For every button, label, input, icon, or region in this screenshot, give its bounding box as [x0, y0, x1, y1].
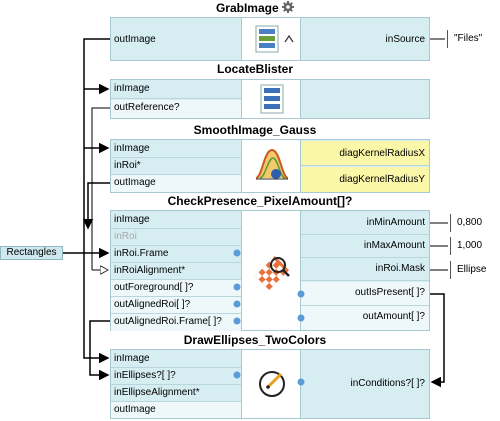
locate-blister-icon	[260, 84, 284, 114]
port-out-foreground[interactable]: outForeground[ ]?	[111, 280, 241, 297]
port-out-image[interactable]: outImage	[114, 34, 156, 45]
port-out-image[interactable]: outImage	[111, 175, 241, 192]
port-dot-out-amount	[297, 314, 305, 322]
port-dot-roi-frame	[233, 249, 241, 257]
port-in-roi-alignment[interactable]: inRoiAlignment*	[111, 263, 241, 280]
port-in-roi[interactable]: inRoi	[111, 229, 241, 246]
smooth-image-block[interactable]: inImage inRoi* outImage diagKernelRadius…	[110, 139, 430, 193]
block-title-smooth-image[interactable]: SmoothImage_Gauss	[193, 123, 317, 137]
port-out-aligned-roi[interactable]: outAlignedRoi[ ]?	[111, 297, 241, 314]
port-in-ellipses[interactable]: inEllipses?[ ]?	[111, 368, 241, 385]
port-in-image[interactable]: inImage	[111, 141, 241, 158]
draw-ellipses-icon	[259, 371, 285, 397]
wire-is-present-to-conditions	[430, 293, 445, 388]
wire-locate-out-reference	[91, 107, 110, 270]
block-title-check-presence[interactable]: CheckPresence_PixelAmount[]?	[167, 194, 353, 208]
port-in-min-amount[interactable]: inMinAmount	[301, 212, 429, 235]
in-roi-mask-value[interactable]: Ellipse	[450, 261, 486, 279]
port-out-image[interactable]: outImage	[111, 402, 241, 418]
gear-icon[interactable]	[282, 1, 295, 13]
port-diag-kernel-radius-x[interactable]: diagKernelRadiusX	[301, 141, 429, 166]
smooth-image-icon-area	[241, 140, 301, 192]
locate-blister-icon-area	[241, 80, 301, 118]
block-title-draw-ellipses[interactable]: DrawEllipses_TwoColors	[183, 333, 327, 347]
grab-image-icon	[255, 25, 294, 53]
port-out-amount[interactable]: outAmount[ ]?	[301, 306, 429, 330]
port-in-roi-mask[interactable]: inRoi.Mask	[301, 258, 429, 281]
locate-blister-block[interactable]: inImage outReference?	[110, 79, 430, 119]
in-min-amount-value[interactable]: 0,800	[450, 214, 482, 232]
port-in-image[interactable]: inImage	[111, 81, 241, 99]
grab-image-title: GrabImage	[215, 1, 279, 15]
wire-grab-out-image	[83, 38, 110, 364]
port-in-image[interactable]: inImage	[111, 351, 241, 368]
block-title-locate-blister[interactable]: LocateBlister	[216, 62, 294, 76]
smooth-image-icon	[255, 148, 289, 180]
wire-smooth-out-image	[87, 182, 110, 219]
port-in-source[interactable]: inSource	[385, 34, 425, 45]
port-in-roi[interactable]: inRoi*	[111, 158, 241, 175]
port-dot-is-present	[297, 290, 305, 298]
grab-image-icon-area	[241, 18, 301, 60]
port-in-ellipse-alignment[interactable]: inEllipseAlignment*	[111, 385, 241, 402]
port-out-aligned-roi-frame[interactable]: outAlignedRoi.Frame[ ]?	[111, 314, 241, 331]
port-diag-kernel-radius-y[interactable]: diagKernelRadiusY	[301, 167, 429, 192]
port-in-max-amount[interactable]: inMaxAmount	[301, 235, 429, 258]
in-source-value[interactable]: "Files"	[447, 30, 482, 48]
rectangles-input-tag[interactable]: Rectangles	[0, 246, 63, 260]
check-presence-icon	[255, 256, 290, 290]
port-in-roi-frame[interactable]: inRoi.Frame	[111, 246, 241, 263]
wire-aligned-roi-frame	[89, 320, 110, 381]
check-presence-block[interactable]: inImage inRoi inRoi.Frame inRoiAlignment…	[110, 210, 430, 331]
port-in-image[interactable]: inImage	[111, 212, 241, 229]
in-max-amount-value[interactable]: 1,000	[450, 237, 482, 255]
port-dot-out-aligned-roi	[233, 300, 241, 308]
check-presence-icon-area	[241, 211, 301, 330]
port-dot-out-foreground	[233, 283, 241, 291]
port-dot-out-aligned-roi-frame	[233, 317, 241, 325]
grab-image-block[interactable]: outImage inSource	[110, 17, 430, 61]
draw-ellipses-icon-area	[241, 350, 301, 418]
draw-ellipses-block[interactable]: inImage inEllipses?[ ]? inEllipseAlignme…	[110, 349, 430, 419]
port-out-reference[interactable]: outReference?	[111, 100, 241, 118]
port-in-conditions[interactable]: inConditions?[ ]?	[350, 378, 426, 389]
port-dot-in-conditions	[297, 378, 305, 386]
port-out-is-present[interactable]: outIsPresent[ ]?	[301, 282, 429, 306]
port-dot-in-ellipses	[233, 371, 241, 379]
block-title-grab-image[interactable]: GrabImage	[200, 1, 310, 15]
